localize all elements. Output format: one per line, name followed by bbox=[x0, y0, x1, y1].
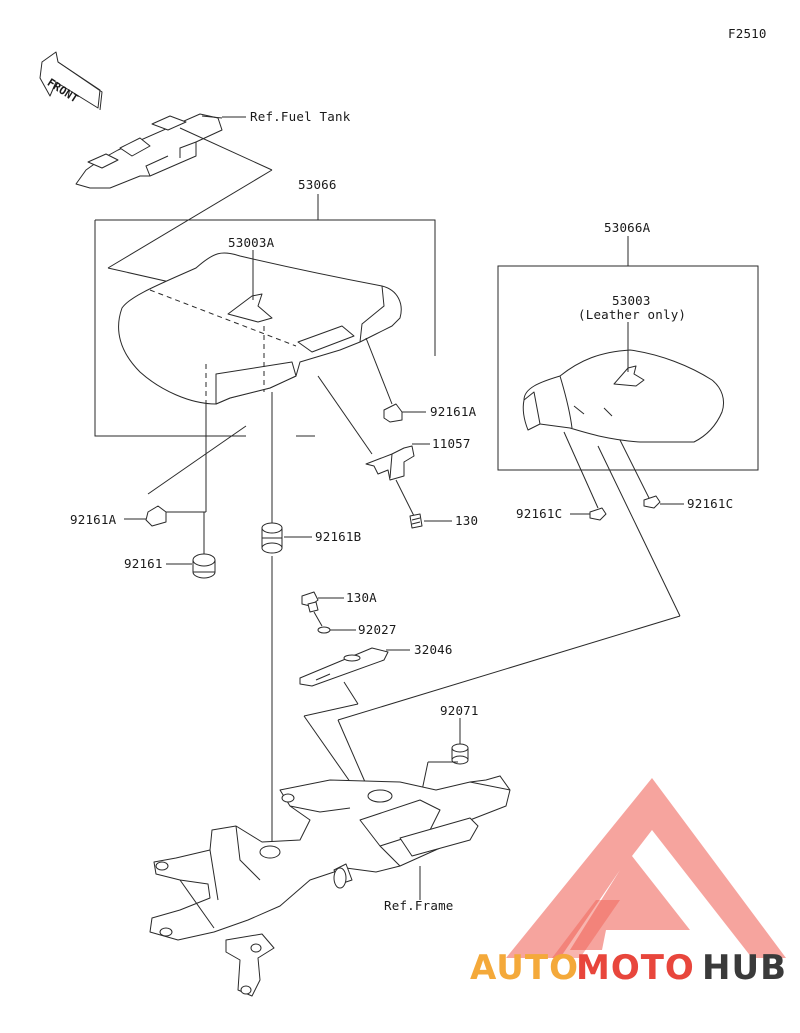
bolt-130-icon bbox=[409, 513, 423, 529]
watermark-moto: MOTO bbox=[576, 948, 695, 988]
part-92161c-right-label: 92161C bbox=[687, 496, 734, 511]
part-92161-label: 92161 bbox=[124, 556, 163, 571]
ref-frame-label: Ref.Frame bbox=[384, 898, 454, 913]
damper-92161c-right-icon bbox=[643, 495, 661, 509]
bracket-11057-icon bbox=[365, 445, 415, 481]
part-32046-label: 32046 bbox=[414, 642, 453, 657]
part-92071-label: 92071 bbox=[440, 703, 479, 718]
figure-code: F2510 bbox=[728, 26, 767, 41]
part-92161c-left-label: 92161C bbox=[516, 506, 563, 521]
damper-92161b-icon bbox=[261, 522, 283, 554]
part-53066-label: 53066 bbox=[298, 177, 337, 192]
rear-seat-icon bbox=[522, 349, 725, 443]
damper-92161c-left-icon bbox=[589, 507, 607, 521]
part-92161a-left-label: 92161A bbox=[70, 512, 117, 527]
front-arrow-icon bbox=[39, 51, 103, 111]
ref-fuel-tank-label: Ref.Fuel Tank bbox=[250, 109, 351, 124]
part-130-label: 130 bbox=[455, 513, 479, 528]
part-92161b-label: 92161B bbox=[315, 529, 362, 544]
part-92161a-label: 92161A bbox=[430, 404, 477, 419]
part-130a-label: 130A bbox=[346, 590, 377, 605]
part-11057-label: 11057 bbox=[432, 436, 471, 451]
part-53003a-label: 53003A bbox=[228, 235, 275, 250]
damper-92161a-left-icon bbox=[145, 505, 167, 527]
part-53003-label: 53003 bbox=[612, 293, 651, 308]
watermark-text: AUTO MOTO HUB bbox=[470, 948, 796, 988]
leather-only-note: (Leather only) bbox=[578, 307, 687, 322]
automotohub-logo-icon bbox=[506, 778, 786, 958]
fuel-tank-bracket-icon bbox=[75, 113, 223, 189]
watermark-hub: HUB bbox=[702, 948, 787, 988]
front-seat-icon bbox=[118, 252, 402, 405]
damper-92161a-icon bbox=[383, 403, 403, 423]
damper-92161-icon bbox=[192, 553, 216, 579]
frame-icon bbox=[149, 775, 511, 997]
part-92027-label: 92027 bbox=[358, 622, 397, 637]
washer-92027-icon bbox=[317, 626, 331, 634]
watermark-auto: AUTO bbox=[470, 948, 579, 988]
bolt-130a-icon bbox=[301, 591, 319, 613]
collar-92071-icon bbox=[451, 743, 469, 765]
part-53066a-label: 53066A bbox=[604, 220, 651, 235]
plate-32046-icon bbox=[299, 647, 389, 687]
